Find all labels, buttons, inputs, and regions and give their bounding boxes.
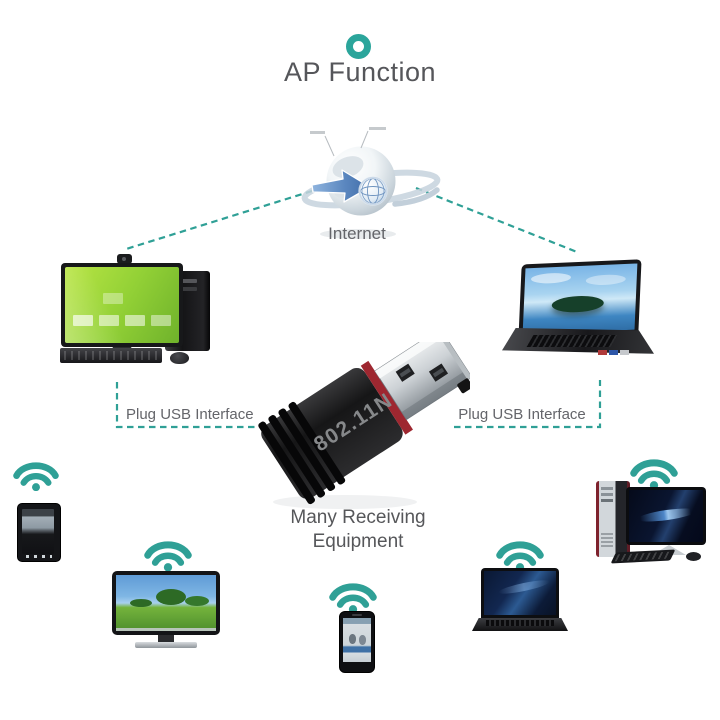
tablet-dock-dots (26, 555, 52, 558)
laptop-display (522, 263, 638, 335)
line-internet-to-laptop (415, 186, 578, 254)
wifi-signal-icon (13, 462, 59, 491)
line-internet-to-desktop (122, 189, 313, 252)
usb-wifi-adapter: 802.11N (258, 342, 470, 509)
tv-stand-base (135, 642, 197, 648)
mini-globe (358, 176, 388, 206)
adapter-body (261, 367, 403, 499)
desktop-small-keyboard (610, 549, 676, 564)
tv-stand-neck (158, 635, 174, 642)
tablet-icon (17, 503, 61, 562)
laptop-small-base (472, 618, 568, 631)
desktop-small-monitor (626, 487, 706, 545)
wifi-signal-icon (144, 541, 192, 571)
wifi-signal-icon (496, 541, 544, 571)
laptop-icon (481, 568, 559, 618)
line-desktop-to-adapter (115, 382, 257, 429)
device-laptop (472, 531, 572, 636)
wifi-signal-icon (329, 583, 377, 613)
usb-connector-holes (395, 363, 449, 382)
plug-usb-label-left: Plug USB Interface (126, 406, 254, 423)
internet-globe-icon (301, 127, 441, 239)
keyboard (60, 348, 162, 363)
smartphone-screen (343, 618, 371, 662)
tv-screen (116, 575, 216, 631)
plug-usb-label-right: Plug USB Interface (458, 406, 586, 423)
laptop-base (502, 328, 654, 354)
internet-label: Internet (328, 224, 386, 243)
device-smartphone (325, 573, 387, 683)
laptop-computer (502, 259, 657, 364)
usb-connector-notch (457, 378, 470, 394)
line-laptop-to-adapter (454, 380, 602, 429)
desktop-computer (55, 253, 235, 385)
laptop-small-display (484, 571, 556, 615)
tv-icon (112, 571, 220, 635)
desktop-monitor (61, 263, 183, 347)
device-tablet (8, 452, 70, 564)
ring-icon (346, 34, 371, 59)
desktop-small-display (629, 490, 703, 542)
smartphone-icon (339, 611, 375, 673)
orbit-ring-front (392, 187, 440, 207)
device-television (110, 531, 230, 656)
laptop-stickers (598, 350, 607, 355)
mouse (170, 352, 189, 364)
device-desktop (594, 449, 714, 571)
globe-callouts (310, 127, 386, 157)
laptop-screen (518, 259, 642, 339)
page-title: AP Function (283, 57, 437, 87)
desktop-small-mouse (686, 552, 701, 561)
receiving-equipment-caption: Many Receiving Equipment (290, 507, 426, 552)
blue-arrow (311, 169, 371, 203)
webcam (117, 254, 132, 264)
globe-shadow (320, 229, 396, 239)
wifi-signal-icon (630, 459, 678, 489)
desktop-screen (65, 267, 179, 343)
tablet-screen (22, 509, 54, 554)
desktop-small-tower (596, 481, 630, 557)
adapter-red-ring (360, 360, 413, 435)
adapter-fins (258, 401, 346, 505)
